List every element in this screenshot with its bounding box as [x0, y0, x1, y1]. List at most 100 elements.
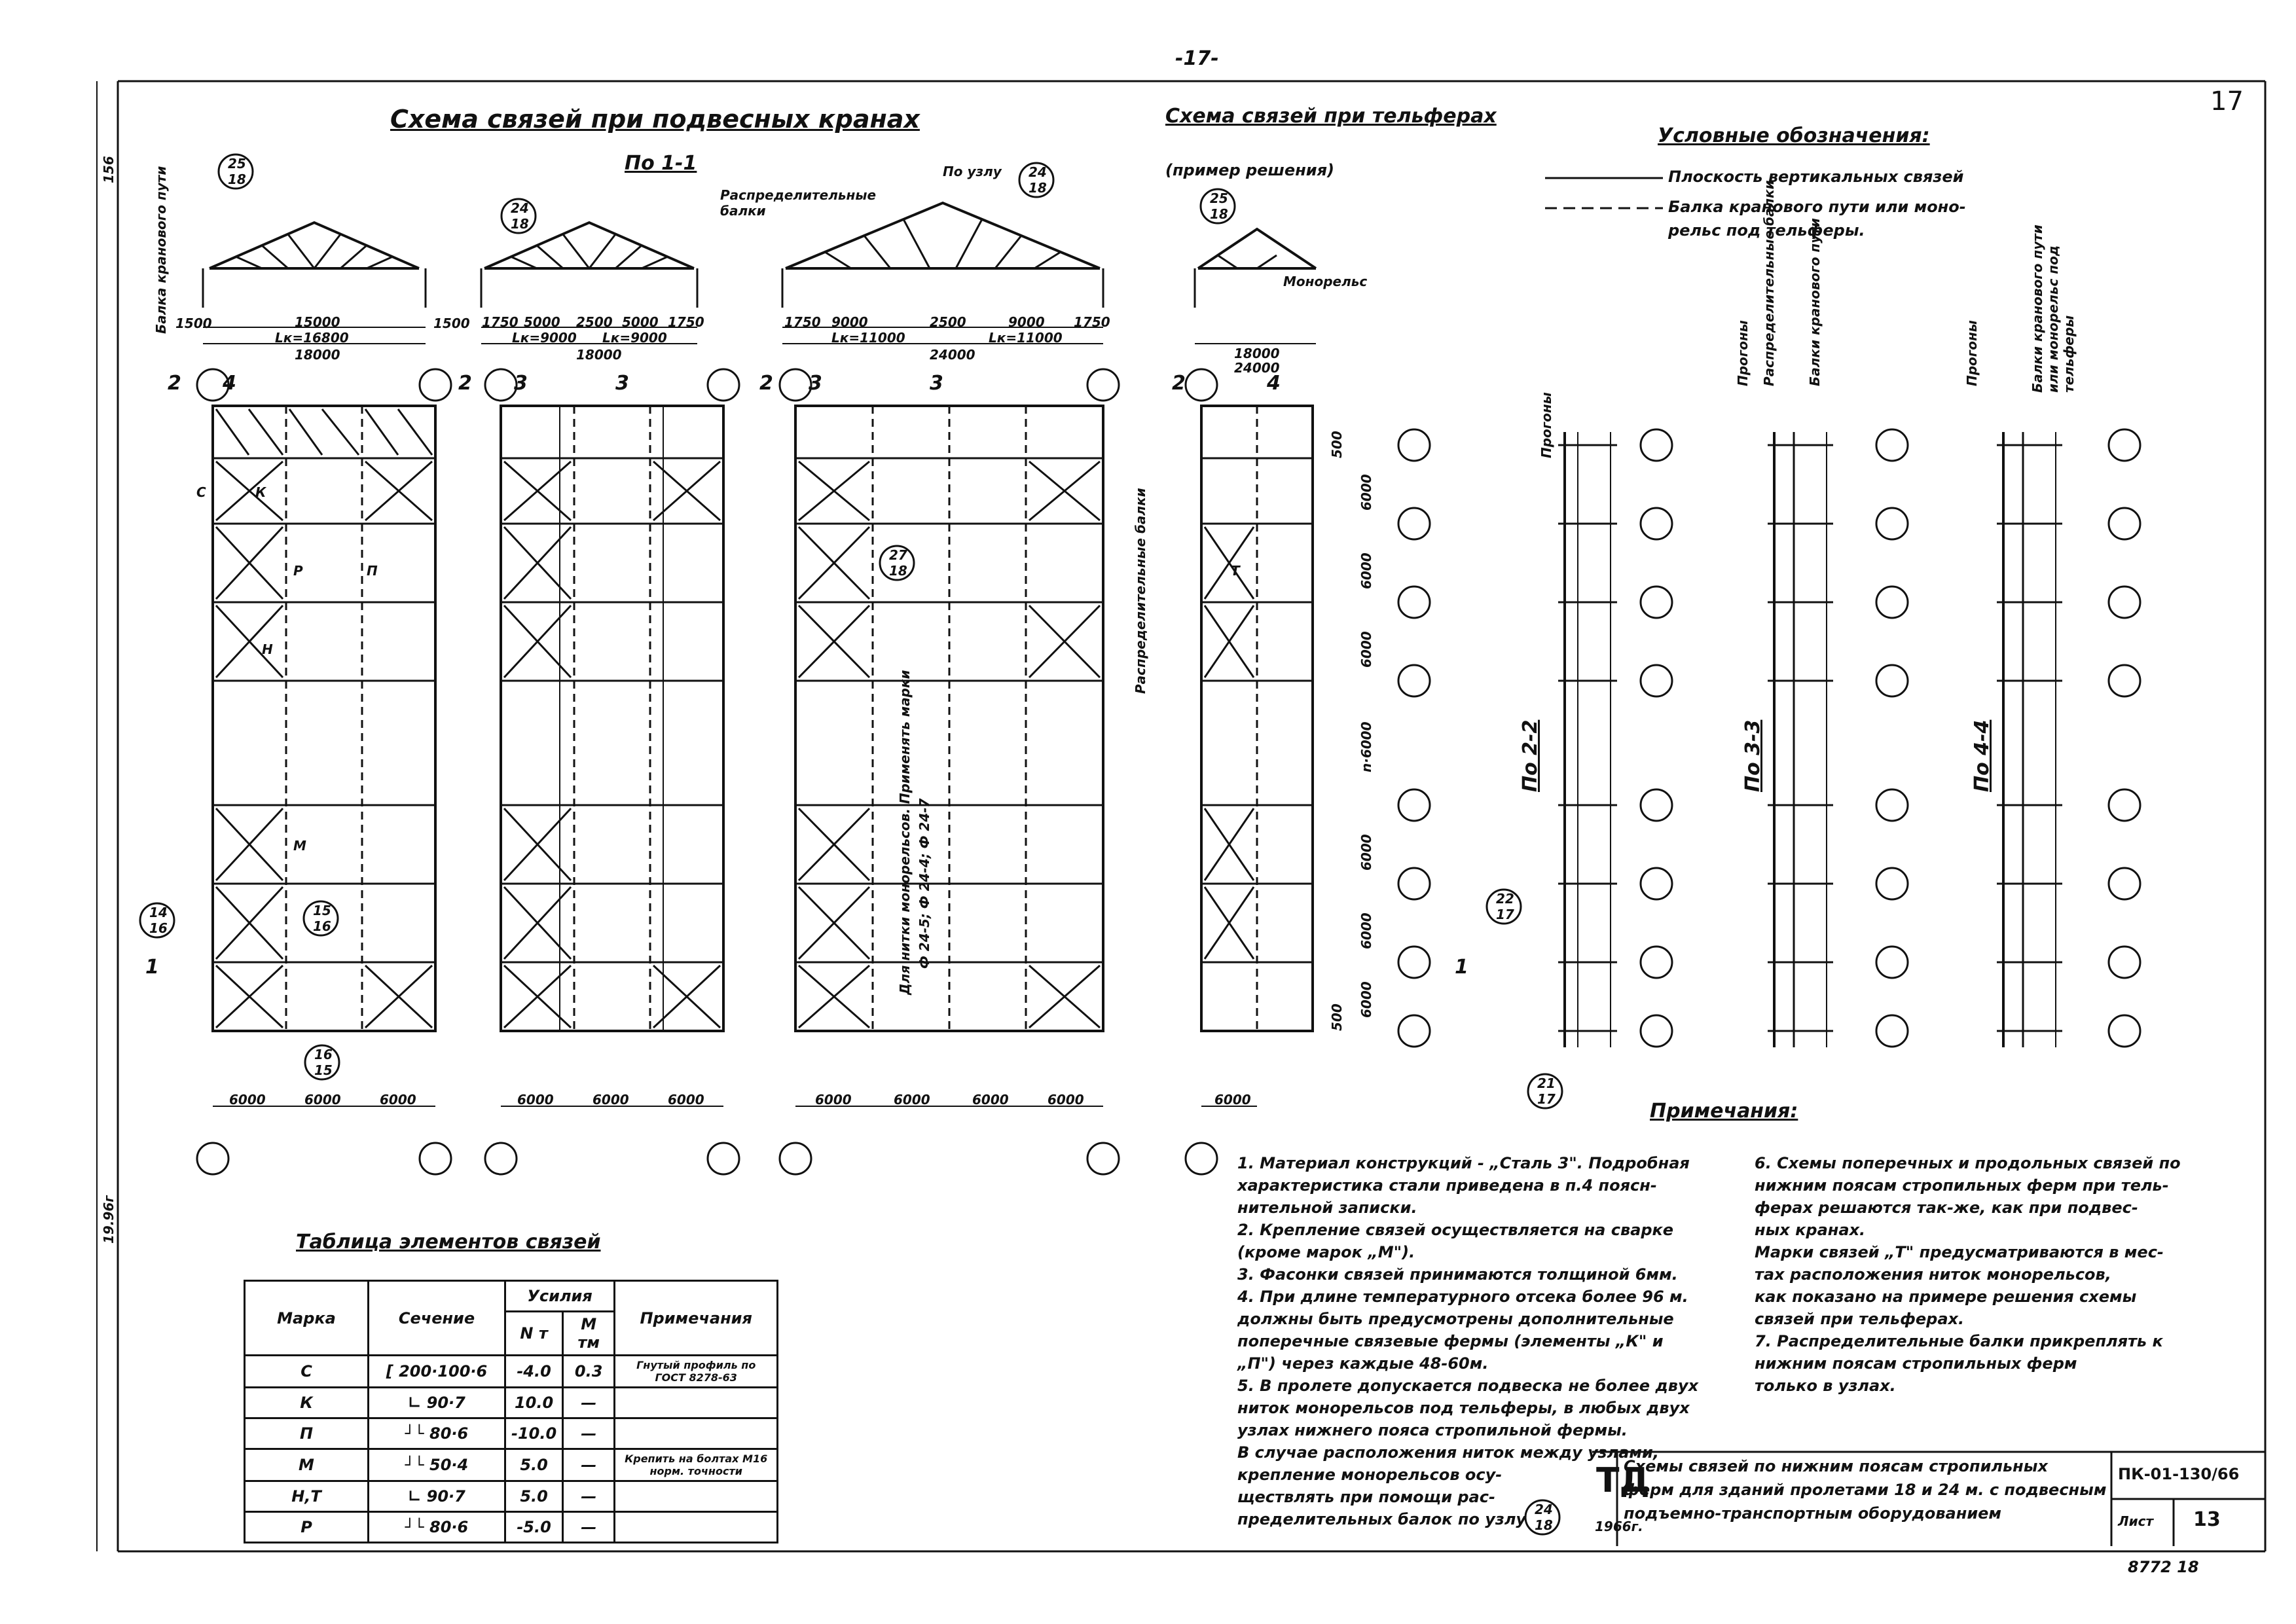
cell-n: -4.0 [503, 1354, 564, 1388]
section-1-title: По 1-1 [625, 152, 697, 175]
dim-right-3: 6000 [1358, 552, 1374, 589]
section-mark-3c: 3 [809, 372, 822, 395]
dim-right-9: 500 [1329, 1003, 1345, 1031]
stamp-ref: 8772 18 [2128, 1558, 2199, 1576]
note-line: 5. В пролете допускается подвеска не бол… [1237, 1377, 1699, 1395]
section-mark-1b: 1 [1455, 956, 1468, 979]
section-4-title: По 4-4 [1971, 719, 1994, 792]
note-line: 2. Крепление связей осуществляется на св… [1237, 1221, 1674, 1239]
dim-right-1: 500 [1329, 431, 1345, 458]
plan-block-2 [500, 405, 725, 1032]
note-line: 1. Материал конструкций - „Сталь 3". Под… [1237, 1154, 1690, 1172]
callout-9-top: 22 [1496, 891, 1514, 907]
cell-m: — [562, 1386, 616, 1419]
cell-section: ┘└ 50·4 [367, 1448, 506, 1482]
label-crane-3: Балки кранового пути [1807, 218, 1823, 386]
cell-section: ┘└ 80·6 [367, 1417, 506, 1450]
label-distrib-vertical: Распределительные балки [1133, 488, 1148, 694]
note-line: связей при тельферах. [1755, 1310, 1965, 1328]
label-distrib-beams: Распределительные балки [720, 187, 877, 219]
telfer-title: Схема связей при тельферах [1165, 105, 1497, 128]
table-row: Н,Т ∟ 90·7 5.0 — [244, 1480, 779, 1513]
col-section: Сечение [367, 1280, 506, 1356]
dim-span1-mid: 15000 [295, 314, 340, 330]
section-mark-3d: 3 [930, 372, 943, 395]
callout-3-top: 24 [1029, 164, 1047, 180]
callout-4-top: 25 [1210, 190, 1228, 206]
callout-11-bottom: 18 [1535, 1517, 1553, 1533]
stamp-sheet-number: 13 [2193, 1508, 2221, 1531]
callout-8-top: 16 [314, 1047, 333, 1062]
cell-m: 0.3 [562, 1354, 616, 1388]
callout-5-top: 27 [889, 547, 907, 563]
note-line: В случае расположения ниток между узлами… [1237, 1443, 1659, 1462]
col-forces: Усилия [503, 1280, 616, 1312]
note-line: поперечные связевые фермы (элементы „К" … [1237, 1332, 1664, 1350]
dim-bottom-1: 6000 [229, 1092, 266, 1108]
cell-mark: Н,Т [244, 1480, 369, 1513]
dim-bottom-4: 6000 [517, 1092, 554, 1108]
note-line: Марки связей „Т" предусматриваются в мес… [1755, 1243, 2164, 1261]
dim-span4-b: 24000 [1234, 360, 1280, 376]
telfer-subtitle: (пример решения) [1165, 161, 1334, 179]
label-crane-mono-4: Балки кранового пути или монорельс под т… [2030, 225, 2077, 393]
cell-mark: М [244, 1448, 369, 1482]
cell-m: — [562, 1448, 616, 1482]
label-monorail: Монорельс [1283, 274, 1368, 289]
cell-n: -5.0 [503, 1511, 564, 1543]
label-thread-note-1: Для нитки монорельсов. Применять марки [897, 670, 913, 995]
dim-bottom-10: 6000 [1048, 1092, 1084, 1108]
plan-block-4 [1200, 405, 1314, 1032]
section-mark-2d: 2 [1172, 372, 1186, 395]
callout-3-bottom: 18 [1029, 180, 1047, 196]
stamp-title-1: Схемы связей по нижним поясам стропильны… [1624, 1457, 2048, 1475]
stamp-year: 1966г. [1595, 1519, 1643, 1534]
callout-circles [139, 153, 1563, 1536]
legend-item-crane-beam: Балка кранового пути или моно- [1668, 198, 1966, 216]
cell-section: ∟ 90·7 [367, 1386, 506, 1419]
dim-bottom-9: 6000 [972, 1092, 1009, 1108]
notes-left: 1. Материал конструкций - „Сталь 3". Под… [1237, 1152, 1698, 1530]
cell-mark: Р [244, 1511, 369, 1543]
dim-bottom-5: 6000 [592, 1092, 629, 1108]
truss-2 [480, 221, 699, 308]
label-distrib-3: Распределительные балки [1761, 180, 1777, 386]
dim-span2-a: 1750 [482, 314, 519, 330]
cell-note: Гнутый профиль по ГОСТ 8278-63 [613, 1354, 779, 1388]
section-3-3 [1768, 428, 1909, 1048]
stamp-title-3: подъемно-транспортным оборудованием [1624, 1504, 2002, 1523]
cell-n: 5.0 [503, 1448, 564, 1482]
note-line: 7. Распределительные балки прикреплять к [1755, 1332, 2163, 1350]
note-line: ных кранах. [1755, 1221, 1866, 1239]
callout-5-bottom: 18 [889, 563, 907, 579]
dim-span2-c: 2500 [576, 314, 613, 330]
note-line: как показано на примере решения схемы [1755, 1288, 2137, 1306]
col-m: M тм [562, 1310, 616, 1356]
dim-span1-total: 18000 [295, 347, 340, 363]
callout-9-bottom: 17 [1496, 907, 1514, 922]
dim-right-8: 6000 [1358, 981, 1374, 1018]
note-line: пределительных балок по узлу [1237, 1510, 1527, 1528]
section-mark-4a: 4 [223, 372, 236, 395]
member-letter-p: П [367, 563, 378, 579]
cell-note [613, 1511, 779, 1543]
callout-6-top: 14 [149, 905, 168, 920]
dim-bottom-8: 6000 [894, 1092, 930, 1108]
note-line: нижним поясам стропильных ферм при тель- [1755, 1176, 2169, 1195]
section-mark-3b: 3 [615, 372, 629, 395]
member-letter-m: М [293, 838, 306, 854]
dim-span1-edge-right: 1500 [433, 316, 470, 331]
plan-block-3 [794, 405, 1104, 1032]
cell-mark: К [244, 1386, 369, 1419]
dim-span3-lk2: Lк=11000 [989, 330, 1063, 346]
label-purlins-4: Прогоны [1964, 320, 1980, 386]
member-letter-k: К [255, 484, 266, 500]
callout-7-bottom: 16 [313, 918, 331, 934]
stamp-lines [1592, 1451, 2265, 1546]
cell-n: 5.0 [503, 1480, 564, 1513]
callout-10-bottom: 17 [1537, 1091, 1556, 1107]
note-line: характеристика стали приведена в п.4 поя… [1237, 1176, 1657, 1195]
section-mark-3a: 3 [514, 372, 528, 395]
